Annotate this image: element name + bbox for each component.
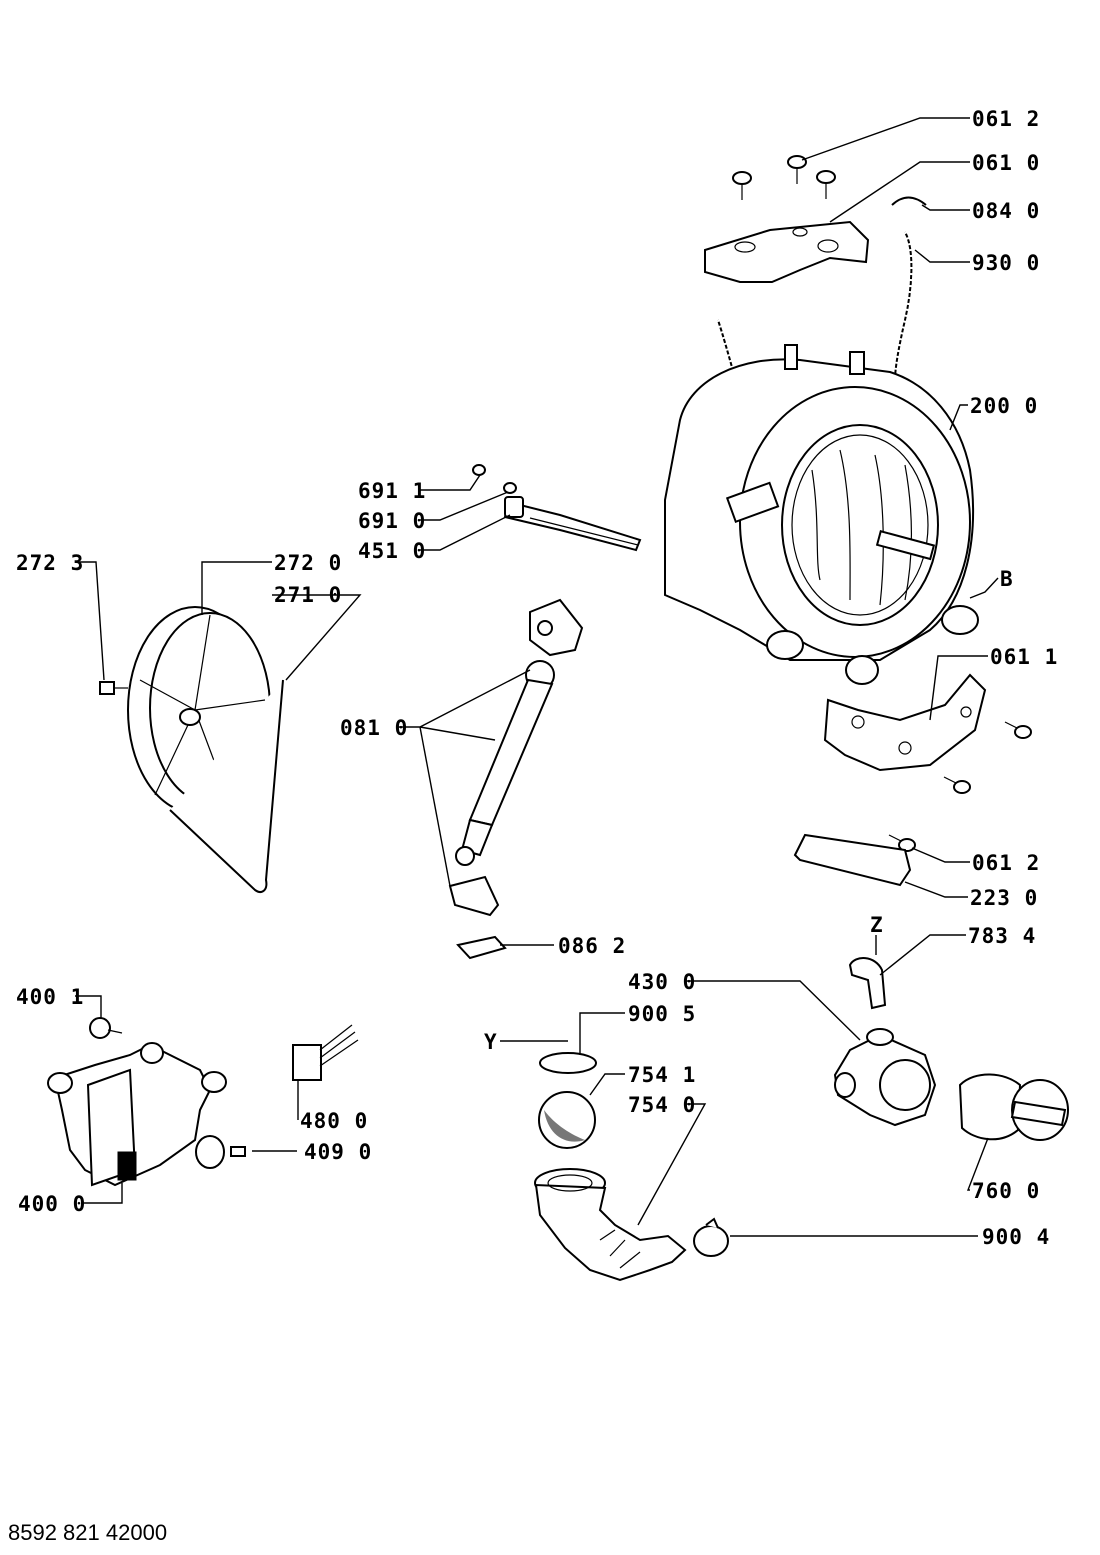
label-B: B: [1000, 567, 1014, 591]
label-430-0: 430 0: [628, 970, 696, 994]
label-691-1: 691 1: [358, 479, 426, 503]
label-223-0: 223 0: [970, 886, 1038, 910]
label-400-1: 400 1: [16, 985, 84, 1009]
sump-hose: [534, 1168, 687, 1282]
label-086-2: 086 2: [558, 934, 626, 958]
hose-clamp: [693, 1217, 729, 1257]
pump-filter: [958, 1073, 1069, 1141]
motor-connector: [292, 1024, 359, 1081]
tub-assembly: [664, 344, 979, 685]
label-Z: Z: [870, 913, 884, 937]
drain-pump: [833, 1028, 937, 1127]
label-272-3: 272 3: [16, 551, 84, 575]
label-754-0: 754 0: [628, 1093, 696, 1117]
label-084-0: 084 0: [972, 199, 1040, 223]
label-200-0: 200 0: [970, 394, 1038, 418]
label-272-0: 272 0: [274, 551, 342, 575]
label-061-1: 061 1: [990, 645, 1058, 669]
motor: [47, 1042, 227, 1187]
label-783-4: 783 4: [968, 924, 1036, 948]
label-480-0: 480 0: [300, 1109, 368, 1133]
top-counterweight: [704, 220, 870, 283]
damper-clip: [456, 935, 507, 960]
screw-set-bottom: [888, 721, 1032, 852]
label-061-2-bottom: 061 2: [972, 851, 1040, 875]
label-754-1: 754 1: [628, 1063, 696, 1087]
drive-belt: [169, 679, 284, 893]
label-900-4: 900 4: [982, 1225, 1050, 1249]
label-451-0: 451 0: [358, 539, 426, 563]
label-271-0: 271 0: [274, 583, 342, 607]
label-400-0: 400 0: [18, 1192, 86, 1216]
hose-clip: [891, 196, 927, 206]
carbon-brush: [230, 1146, 246, 1157]
pump-hose-elbow: [848, 957, 887, 1010]
label-691-0: 691 0: [358, 509, 426, 533]
label-900-5: 900 5: [628, 1002, 696, 1026]
label-760-0: 760 0: [972, 1179, 1040, 1203]
dispenser-handle: [793, 833, 912, 887]
pulley-bolt: [99, 681, 128, 695]
sump-seal-ring: [539, 1052, 597, 1074]
heater-element: [472, 464, 642, 552]
part-labels: 061 2 061 0 084 0 930 0 200 0 B 691 1 69…: [16, 107, 1058, 1249]
motor-bolt: [89, 1017, 123, 1039]
label-081-0: 081 0: [340, 716, 408, 740]
screw-set-top: [732, 155, 836, 200]
sump-ball: [538, 1091, 596, 1149]
shock-absorber: [448, 598, 584, 917]
label-061-2-top: 061 2: [972, 107, 1040, 131]
document-number: 8592 821 42000: [8, 1520, 167, 1545]
label-Y: Y: [484, 1030, 498, 1054]
leader-lines: [75, 117, 999, 1237]
bottom-counterweight: [823, 673, 987, 772]
label-409-0: 409 0: [304, 1140, 372, 1164]
label-061-0: 061 0: [972, 151, 1040, 175]
label-930-0: 930 0: [972, 251, 1040, 275]
